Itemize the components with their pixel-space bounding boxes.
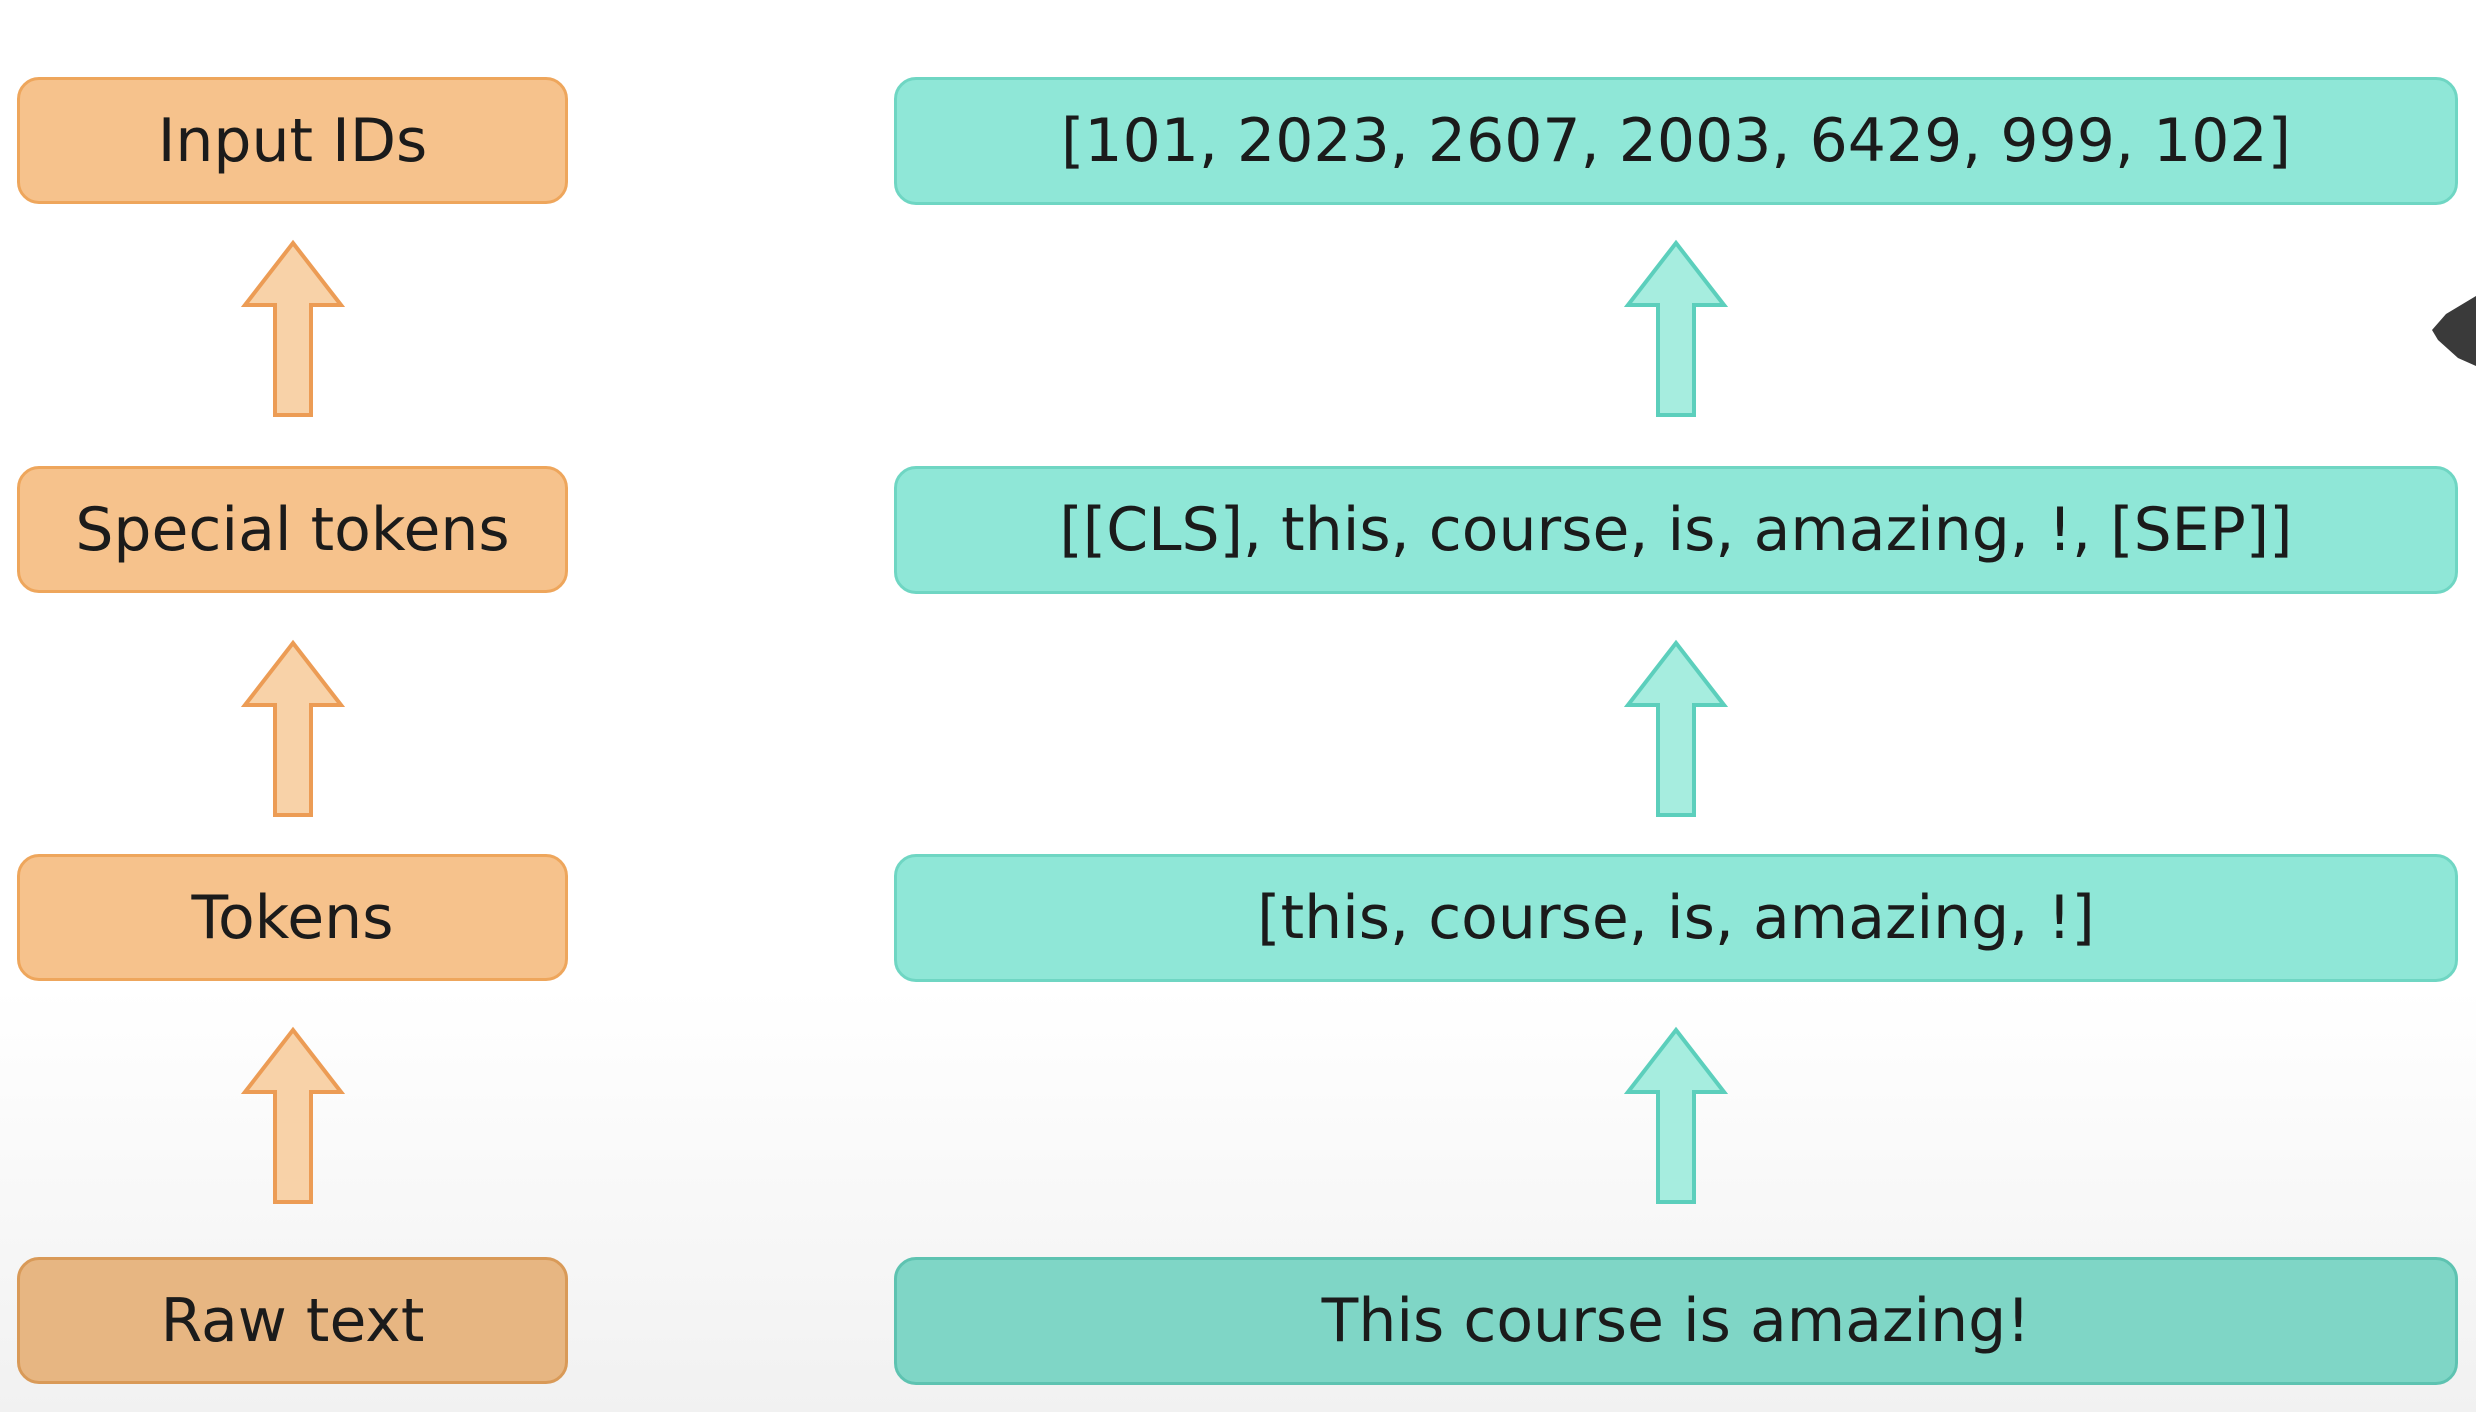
- step-value-raw-text: This course is amazing!: [894, 1257, 2458, 1385]
- step-label-raw-text: Raw text: [17, 1257, 568, 1384]
- step-value-text: [101, 2023, 2607, 2003, 6429, 999, 102]: [1060, 106, 2292, 176]
- step-label-text: Raw text: [160, 1285, 425, 1356]
- arrow-up-icon: [241, 639, 345, 817]
- step-label-text: Input IDs: [157, 105, 428, 176]
- step-value-tokens: [this, course, is, amazing, !]: [894, 854, 2458, 982]
- arrow-up-icon: [241, 1026, 345, 1204]
- step-label-text: Special tokens: [75, 494, 510, 565]
- arrow-up-icon: [1624, 1026, 1728, 1204]
- step-value-text: This course is amazing!: [1321, 1286, 2031, 1356]
- step-label-text: Tokens: [191, 882, 394, 953]
- step-value-text: [[CLS], this, course, is, amazing, !, [S…: [1059, 495, 2293, 565]
- step-label-input-ids: Input IDs: [17, 77, 568, 204]
- arrow-up-icon: [1624, 639, 1728, 817]
- arrow-up-icon: [1624, 239, 1728, 417]
- step-value-special-tokens: [[CLS], this, course, is, amazing, !, [S…: [894, 466, 2458, 594]
- step-label-tokens: Tokens: [17, 854, 568, 981]
- step-value-text: [this, course, is, amazing, !]: [1257, 883, 2095, 953]
- decorative-shape: [2432, 296, 2476, 366]
- step-value-input-ids: [101, 2023, 2607, 2003, 6429, 999, 102]: [894, 77, 2458, 205]
- arrow-up-icon: [241, 239, 345, 417]
- step-label-special-tokens: Special tokens: [17, 466, 568, 593]
